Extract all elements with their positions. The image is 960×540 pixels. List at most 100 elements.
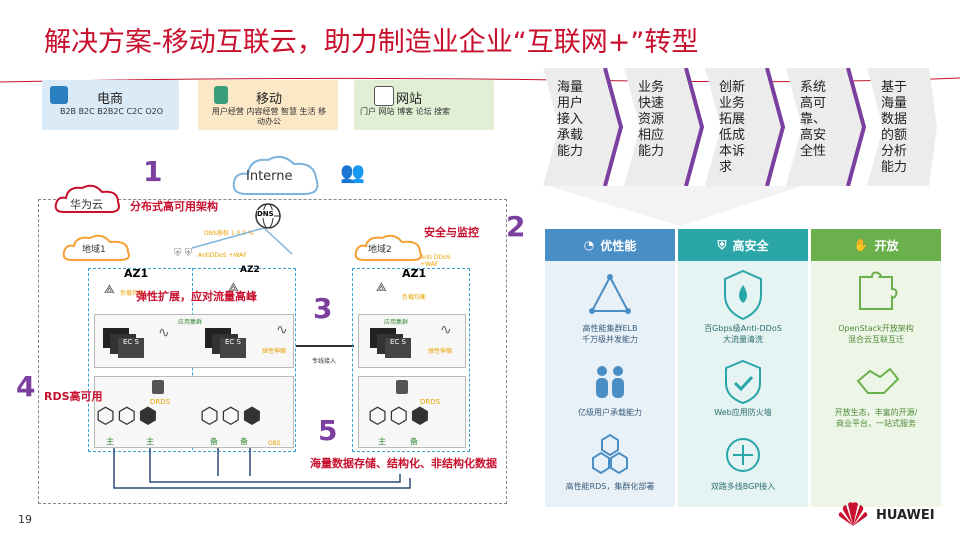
region2-box [352,268,470,452]
app-cluster-label: 应用集群 [178,319,203,326]
storage-label: 海量数据存储、结构化、非结构化数据 [310,455,497,471]
handshake-icon: ✋ [853,238,869,252]
elastic-label: 弹性伸缩 [428,348,453,355]
db-box [94,376,294,448]
chevron-1: 海量用户接入承载能力 [543,68,633,186]
panel-performance: ◔ 优性能 高性能集群ELB 千万级并发能力 亿级用户承载能力 高性能RDS，集群… [545,229,675,507]
rds-cluster-icon: ⬡⬡⬢ [96,404,160,429]
panel-header: ◔ 优性能 [545,229,675,261]
internet-cloud-icon [232,155,319,195]
category-name: 移动 [256,92,283,107]
huawei-cloud-icon [54,184,120,213]
page-number: 19 [18,513,32,526]
panel-title: 高安全 [732,238,769,253]
feature-text: 开放生态，丰富的开源/ 商业平台，一站式服务 [834,408,918,428]
panel-title: 开放 [874,238,899,253]
puzzle-icon [859,271,898,310]
step-number-2: 2 [506,210,526,243]
funnel-shape [548,186,802,226]
cart-icon [50,86,68,104]
feature-text: Web应用防火墙 [714,408,772,417]
direct-connect-line [296,345,354,347]
shield-icon: ⛨ ⛨ [174,248,193,259]
category-sub: 用户经营 内容经营 智慧 生活 移动办公 [211,107,327,126]
chevron-4: 系统高可靠、高安全性 [786,68,876,186]
app-cluster-label: 应用集群 [384,319,409,326]
az-label: AZ2 [240,265,260,275]
feature-text: 双路多线BGP接入 [710,482,776,491]
chevron-2: 业务快速资源相应能力 [624,68,714,186]
rds-ha-label: RDS高可用 [44,390,103,403]
category-sub: B2B B2C B2B2C C2C O2O [59,107,164,116]
lb-label: 负载均衡 [402,294,427,301]
arch-label: 分布式高可用架构 [130,200,218,213]
panel-open: ✋ 开放 OpenStack开放架构 混合云互联互迁 开放生态，丰富的开源/ 商业… [811,229,941,507]
chevron-text: 系统高可靠、高安全性 [800,80,827,159]
feature-text: 百Gbps级Anti-DDoS 大流量清洗 [704,324,782,344]
ecs-server-label: EC S [385,338,411,358]
chevron-text: 海量用户接入承载能力 [557,80,584,159]
lb-icon: ⟁ [228,280,239,294]
scaling-label: 弹性扩展，应对流量高峰 [136,290,257,303]
speedometer-icon: ◔ [583,238,595,252]
direct-connect-label: 专线接入 [312,358,337,365]
hexagon-cluster-icon [592,433,628,475]
dns-note: DNS按权 1 0 0 % [204,230,254,237]
partnership-icon [856,367,900,394]
users-icon [596,366,624,398]
drds-label: DRDS [150,398,171,406]
scaling-wave-icon: ∿ [158,325,170,341]
rds-cluster-icon: ⬡⬡⬢ [368,404,432,429]
category-ecommerce: 电商 B2B B2C B2B2C C2C O2O [42,80,179,130]
website-icon [374,86,394,106]
panel-security: ⛨ 高安全 百Gbps级Anti-DDoS 大流量清洗 Web应用防火墙 双路多线… [678,229,808,507]
feature-text: OpenStack开放架构 混合云互联互迁 [838,324,914,344]
phone-icon [214,86,228,104]
data-lines [113,448,411,489]
shield-drop-icon [724,269,762,321]
category-website: 网站 门户 网站 博客 论坛 搜索 [354,80,494,130]
az-label: AZ1 [402,267,427,280]
category-mobile: 移动 用户经营 内容经营 智慧 生活 移动办公 [198,80,338,130]
category-name: 电商 [97,92,124,107]
master-label: 主 [146,437,154,446]
category-name: 网站 [396,92,423,107]
elastic-label: 弹性伸缩 [262,348,287,355]
region-label: 地域1 [82,245,106,255]
drds-icon [152,380,164,394]
region2-cloud-icon [354,234,422,261]
lb-icon: ⟁ [104,282,115,296]
page-title: 解决方案-移动互联云，助力制造业企业“互联网+”转型 [44,27,699,58]
master-label: 主 [106,437,114,446]
scaling-wave-icon: ∿ [276,322,288,338]
panel-header: ⛨ 高安全 [678,229,808,261]
chevron-text: 基于海量数据的额分析能力 [881,80,908,175]
backup-label: 备 [410,437,418,446]
brand-name: HUAWEI [876,508,935,523]
architecture-boundary [38,199,507,504]
backup-label: 备 [240,437,248,446]
lb-icon: ⟁ [376,280,387,294]
security-label: 安全与监控 [424,226,479,239]
chevron-text: 业务快速资源相应能力 [638,80,665,159]
chevron-5: 基于海量数据的额分析能力 [867,68,957,186]
dns-label: DNS [257,210,274,218]
signal-icon [726,438,760,472]
internet-label: Interne [246,169,293,184]
panel-header: ✋ 开放 [811,229,941,261]
huawei-logo-icon [838,502,868,526]
shield-icon: ⛨ [717,237,727,252]
panel-title: 优性能 [600,238,637,253]
dns-arrows [191,228,293,255]
antiddos-label-2: Anti DDoS +WAF [420,254,451,268]
feature-text: 亿级用户承载能力 [578,408,642,417]
feature-text: 高性能RDS，集群化部署 [565,482,655,491]
drds-label: DRDS [420,398,441,406]
az-label: AZ1 [124,267,149,280]
backup-label: 备 [210,437,218,446]
feature-text: 高性能集群ELB 千万级并发能力 [582,324,638,344]
db-box-2 [358,376,466,448]
antiddos-label: AntiDDoS +WAF [198,252,247,259]
rds-cluster-icon: ⬡⬡⬢ [200,404,264,429]
category-sub: 门户 网站 博客 论坛 搜索 [360,107,451,116]
